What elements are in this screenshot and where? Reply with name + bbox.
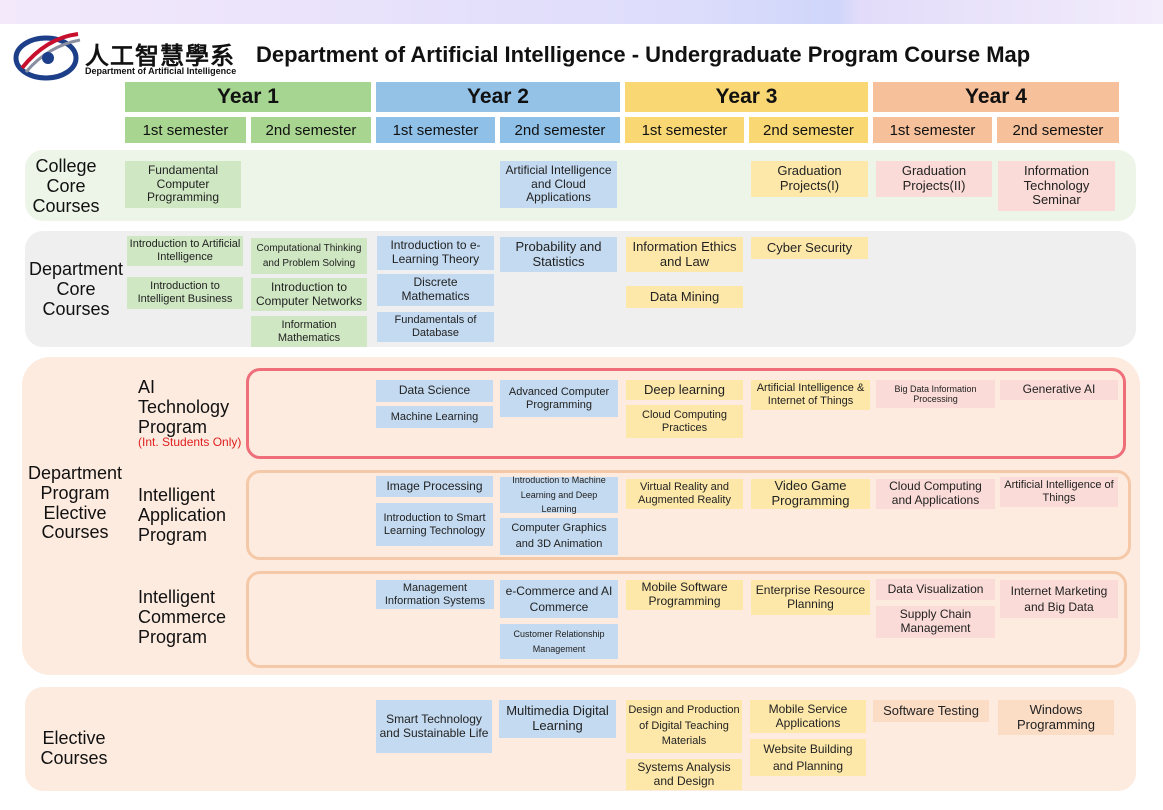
course-cell: Artificial Intelligence & Internet of Th…: [751, 380, 870, 410]
course-cell: Video Game Programming: [751, 478, 870, 509]
year-4-header: Year 4: [873, 82, 1119, 112]
semester-header: 1st semester: [376, 117, 495, 143]
course-cell: Graduation Projects(II): [876, 161, 992, 197]
course-cell: Software Testing: [873, 700, 989, 722]
program-label-intelligent-commerce: Intelligent Commerce Program: [138, 587, 227, 647]
semester-header: 2nd semester: [997, 117, 1119, 143]
course-cell: Artificial Intelligence and Cloud Applic…: [500, 161, 617, 208]
course-cell: Mobile Service Applications: [750, 700, 866, 733]
year-2-header: Year 2: [376, 82, 620, 112]
course-cell: Discrete Mathematics: [377, 274, 494, 306]
logo-english-name: Department of Artificial Intelligence: [85, 66, 237, 76]
course-cell: Cyber Security: [751, 237, 868, 259]
logo-chinese-name: 人工智慧學系: [85, 42, 235, 70]
row-label-program-elective: Department Program Elective Courses: [27, 463, 123, 543]
course-cell: Windows Programming: [998, 700, 1114, 735]
course-cell: Introduction to Artificial Intelligence: [127, 236, 243, 266]
course-cell: Cloud Computing and Applications: [876, 479, 995, 509]
course-cell: Supply Chain Management: [876, 606, 995, 638]
program-label-ai-technology: AI Technology Program: [138, 377, 230, 437]
row-label-college-core: College Core Courses: [32, 156, 100, 216]
semester-header: 2nd semester: [251, 117, 371, 143]
row-label-elective: Elective Courses: [40, 728, 108, 768]
course-cell: Mobile Software Programming: [626, 580, 743, 610]
top-banner: [0, 0, 1163, 24]
course-cell: Graduation Projects(I): [751, 161, 868, 197]
course-cell: Introduction to Smart Learning Technolog…: [376, 503, 493, 546]
course-cell: e-Commerce and AI Commerce: [500, 580, 618, 618]
course-cell: Virtual Reality and Augmented Reality: [626, 479, 743, 509]
year-1-header: Year 1: [125, 82, 371, 112]
semester-header: 1st semester: [125, 117, 246, 143]
department-logo-icon: [13, 32, 81, 81]
course-cell: Information Mathematics: [251, 316, 367, 347]
course-cell: Introduction to Intelligent Business: [127, 277, 243, 309]
course-cell: Multimedia Digital Learning: [499, 700, 616, 738]
course-cell: Data Mining: [626, 286, 743, 308]
course-cell: Artificial Intelligence of Things: [1000, 477, 1118, 507]
course-cell: Introduction to e-Learning Theory: [377, 236, 494, 270]
course-cell: Generative AI: [1000, 380, 1118, 400]
row-label-department-core: Department Core Courses: [28, 259, 124, 319]
international-students-note: (Int. Students Only): [138, 435, 242, 449]
course-cell: Information Technology Seminar: [998, 161, 1115, 211]
course-cell: Systems Analysis and Design: [626, 759, 742, 790]
course-cell: Computer Graphics and 3D Animation: [500, 518, 618, 555]
semester-header: 1st semester: [625, 117, 744, 143]
page-title: Department of Artificial Intelligence - …: [256, 42, 1031, 67]
course-cell: Machine Learning: [376, 406, 493, 428]
course-cell: Image Processing: [376, 476, 493, 497]
year-3-header: Year 3: [625, 82, 868, 112]
course-cell: Data Science: [376, 380, 493, 402]
course-cell: Deep learning: [626, 380, 743, 400]
course-cell: Fundamentals of Database: [377, 312, 494, 342]
course-cell: Website Building and Planning: [750, 739, 866, 776]
course-cell: Information Ethics and Law: [626, 237, 743, 272]
course-cell: Design and Production of Digital Teachin…: [626, 700, 742, 753]
course-cell: Enterprise Resource Planning: [751, 580, 870, 615]
course-cell: Data Visualization: [876, 579, 995, 600]
semester-header: 2nd semester: [500, 117, 620, 143]
course-cell: Smart Technology and Sustainable Life: [376, 700, 492, 753]
course-cell: Big Data Information Processing: [876, 380, 995, 408]
course-cell: Fundamental Computer Programming: [125, 161, 241, 208]
course-cell: Introduction to Computer Networks: [251, 278, 367, 311]
semester-header: 2nd semester: [749, 117, 868, 143]
semester-header: 1st semester: [873, 117, 992, 143]
course-cell: Management Information Systems: [376, 580, 494, 609]
program-label-intelligent-application: Intelligent Application Program: [138, 485, 227, 545]
course-cell: Advanced Computer Programming: [500, 380, 618, 417]
course-cell: Introduction to Machine Learning and Dee…: [500, 475, 618, 514]
course-cell: Customer Relationship Management: [500, 624, 618, 659]
course-cell: Probability and Statistics: [500, 237, 617, 272]
course-cell: Internet Marketing and Big Data: [1000, 580, 1118, 618]
course-cell: Computational Thinking and Problem Solvi…: [251, 238, 367, 274]
course-cell: Cloud Computing Practices: [626, 405, 743, 438]
